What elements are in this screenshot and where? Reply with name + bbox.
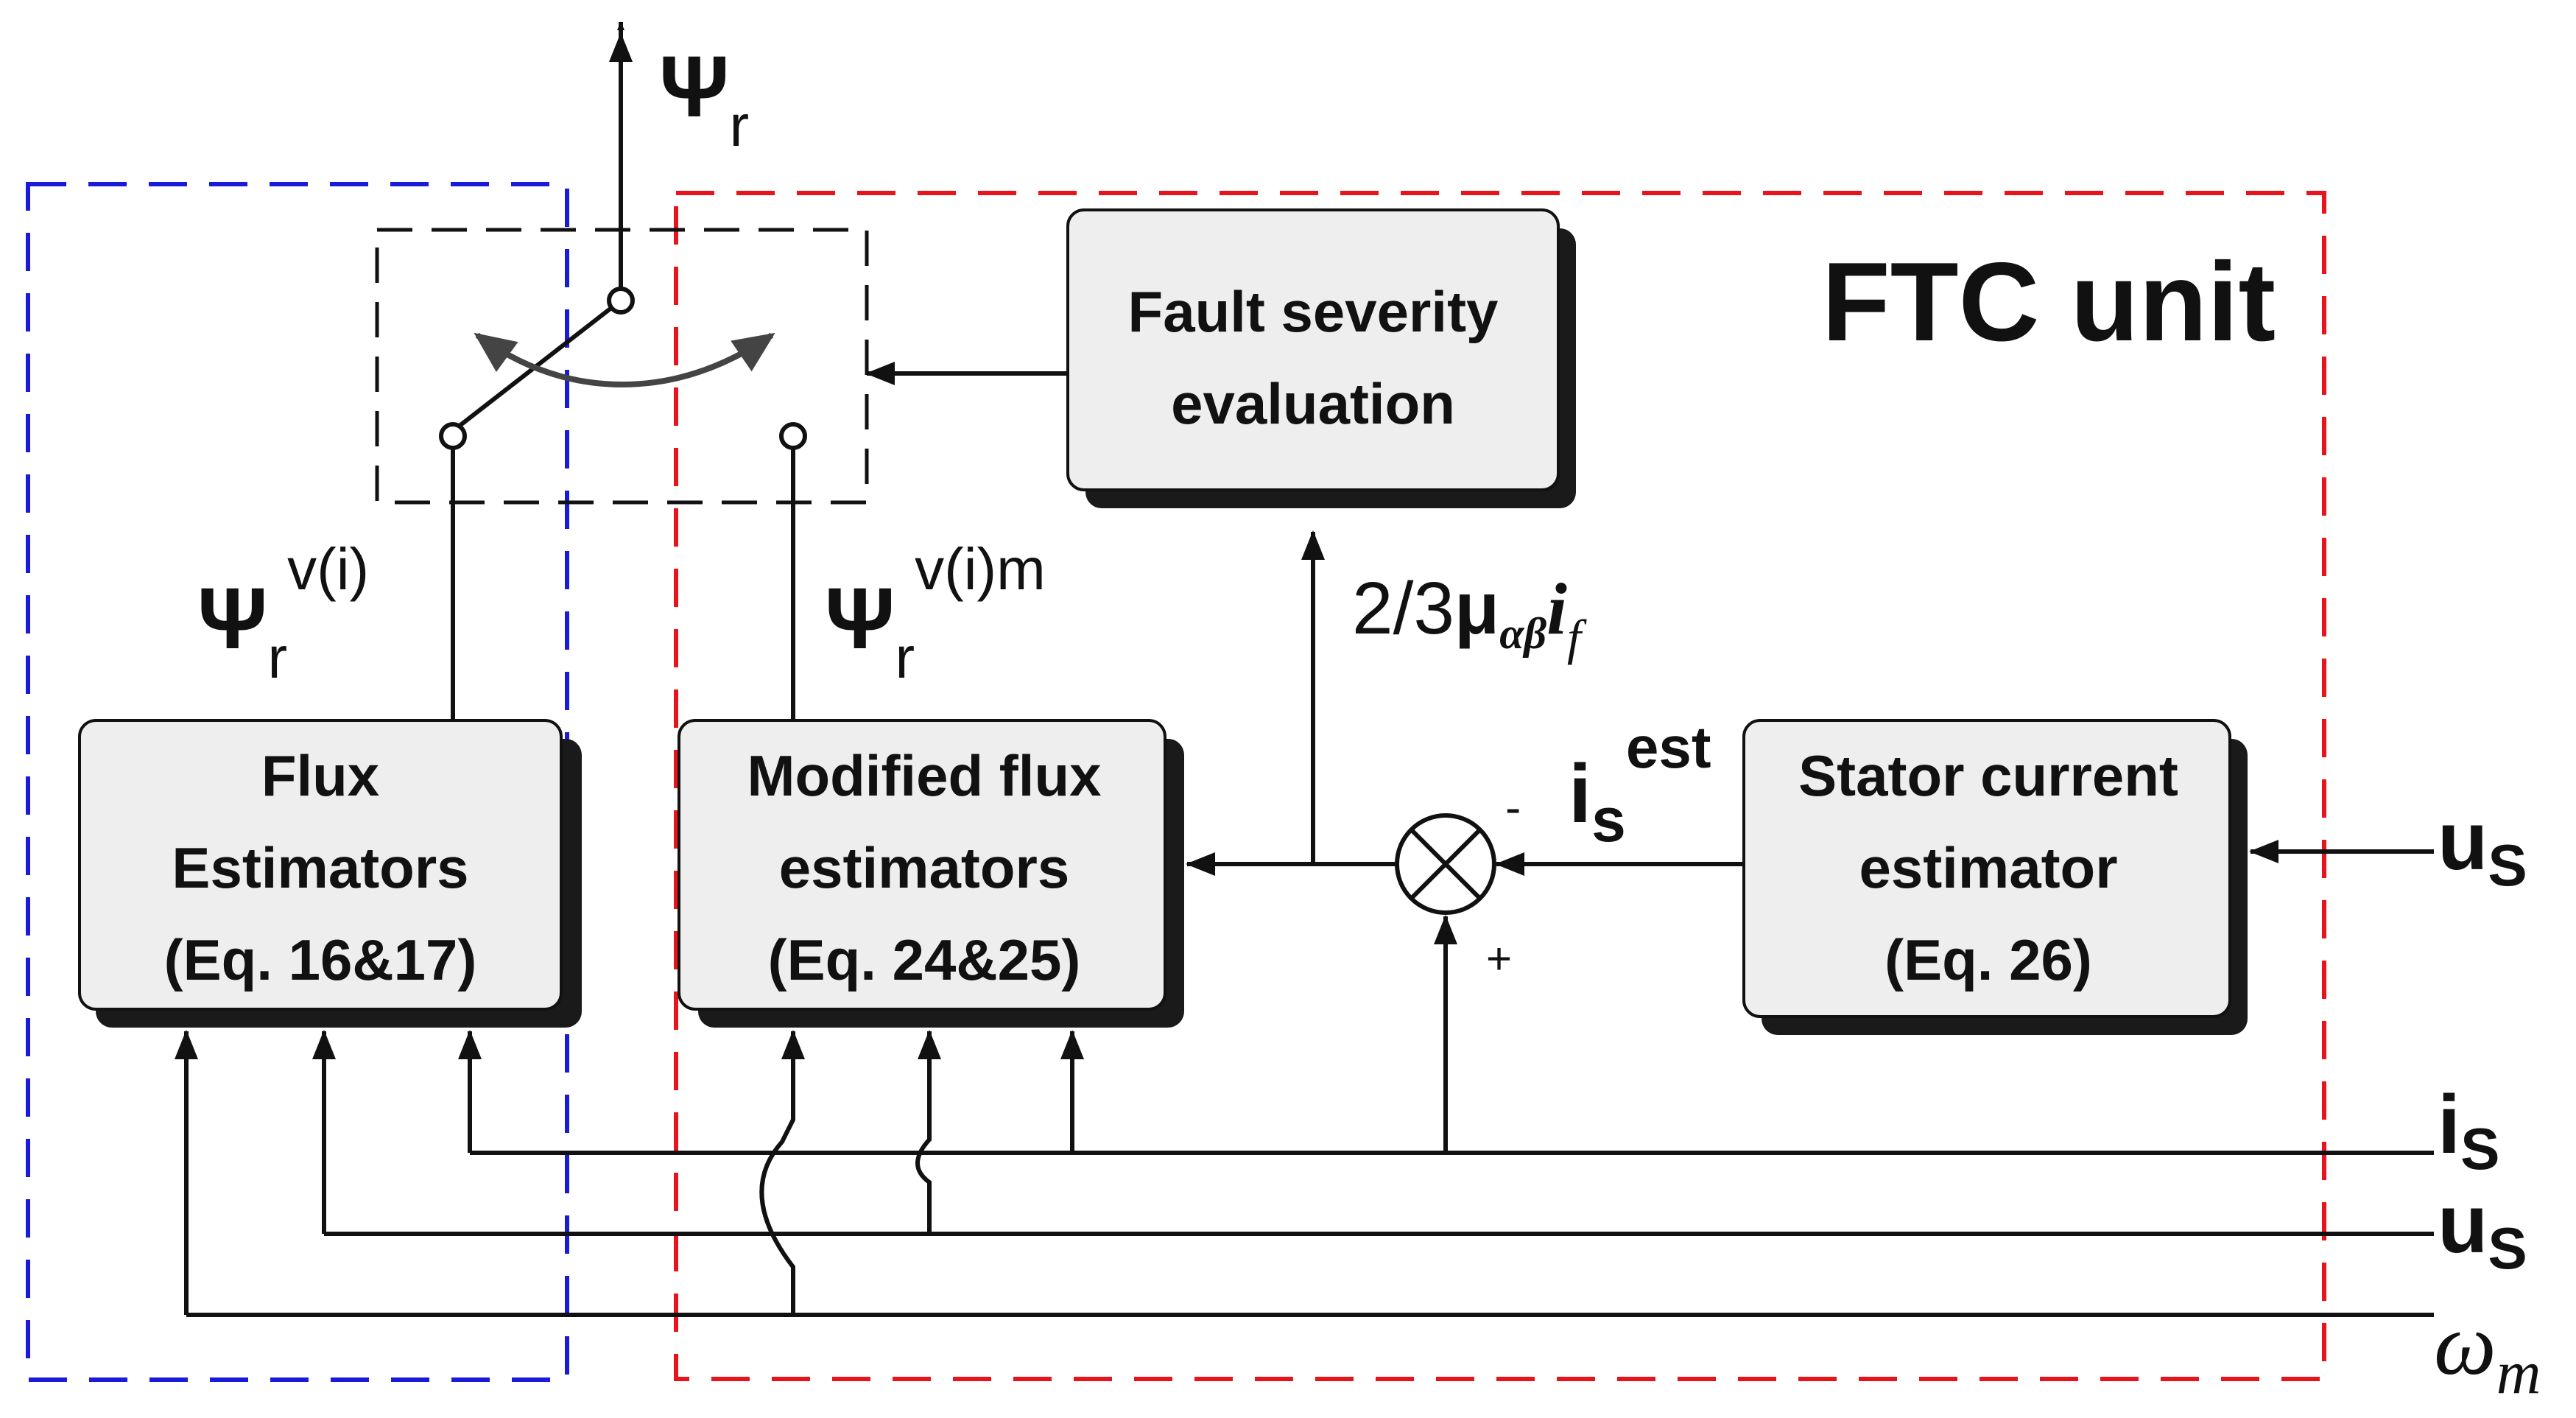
omega-input-label: ωm: [2434, 1295, 2541, 1407]
fault-severity-line1: Fault severity: [1128, 279, 1499, 344]
svg-text:Ψrv(i): Ψrv(i): [197, 536, 369, 690]
fault-current-prefix: 2/3: [1352, 567, 1454, 650]
psi-r-vim-label: Ψrv(i)m: [825, 536, 1046, 690]
fault-current-mu: μ: [1454, 567, 1499, 650]
us-input-sub: S: [2488, 1215, 2527, 1281]
fault-severity-block: Fault severity evaluation: [1066, 208, 1576, 508]
psi-r-vi-symbol: Ψ: [197, 570, 267, 667]
switch-contact-right: [779, 422, 807, 450]
svg-text:iS: iS: [2438, 1078, 2499, 1182]
ftc-unit-title: FTC unit: [1822, 239, 2276, 365]
psi-r-vi-sup: v(i): [287, 536, 369, 602]
stator-current-line3: (Eq. 26): [1885, 927, 2092, 992]
psi-r-vi-sub: r: [267, 625, 287, 690]
us-right-base: u: [2438, 795, 2488, 887]
svg-text:Ψr: Ψr: [659, 38, 749, 158]
stator-current-estimator-block: Stator current estimator (Eq. 26): [1742, 719, 2248, 1035]
modified-flux-line2: estimators: [779, 835, 1070, 900]
psi-r-vim-sup: v(i)m: [915, 536, 1046, 602]
switch-arc-arrow-left: [474, 332, 623, 387]
omega-input-base: ω: [2434, 1295, 2496, 1393]
is-input-base: i: [2438, 1078, 2460, 1170]
omega-input-sub: m: [2496, 1338, 2541, 1407]
switch-contact-common: [607, 287, 635, 315]
flux-estimators-line3: (Eq. 16&17): [164, 927, 477, 992]
stator-current-line1: Stator current: [1798, 743, 2178, 808]
svg-text:ωm: ωm: [2434, 1295, 2541, 1407]
is-est-label: isest: [1569, 715, 1711, 854]
flux-estimators-line2: Estimators: [172, 835, 468, 900]
stator-current-line2: estimator: [1859, 835, 2117, 900]
fault-current-i-sub: f: [1567, 609, 1587, 665]
svg-text:Ψrv(i)m: Ψrv(i)m: [825, 536, 1046, 690]
us-input-base: u: [2438, 1178, 2488, 1270]
psi-r-out-symbol: Ψ: [659, 38, 729, 136]
psi-r-vim-symbol: Ψ: [825, 570, 895, 667]
is-input-sub: S: [2460, 1116, 2499, 1182]
flux-estimator-region: [26, 182, 569, 1382]
svg-text:uS: uS: [2438, 795, 2527, 898]
wire-us-to-modflux: [915, 1030, 941, 1234]
us-right-sub: S: [2488, 832, 2527, 898]
svg-text:uS: uS: [2438, 1178, 2527, 1281]
fault-current-mu-sub: αβ: [1499, 609, 1546, 658]
is-est-base: i: [1569, 748, 1591, 840]
wire-omega-to-modflux: [759, 1030, 805, 1315]
modified-flux-line1: Modified flux: [747, 743, 1102, 808]
us-input-label: uS: [2438, 1178, 2527, 1281]
is-input-label: iS: [2438, 1078, 2499, 1182]
psi-r-output-label: Ψr: [659, 38, 749, 158]
summing-junction: [1395, 813, 1496, 915]
us-right-label: uS: [2438, 795, 2527, 898]
psi-r-vim-sub: r: [895, 625, 915, 690]
is-est-sub: s: [1591, 785, 1626, 854]
psi-r-out-sub: r: [729, 93, 749, 158]
flux-estimators-line1: Flux: [261, 743, 379, 808]
fault-current-label: 2/3μαβif: [1352, 567, 1587, 665]
switch-contact-left: [439, 422, 467, 450]
sum-plus-sign: +: [1486, 934, 1512, 983]
fault-severity-line2: evaluation: [1171, 371, 1455, 436]
sum-minus-sign: -: [1505, 781, 1521, 834]
svg-text:isest: isest: [1569, 715, 1711, 854]
ftc-unit-region: [674, 191, 2326, 1381]
modified-flux-estimators-block: Modified flux estimators (Eq. 24&25): [678, 719, 1184, 1028]
modified-flux-line3: (Eq. 24&25): [768, 927, 1081, 992]
selector-switch: [439, 21, 807, 450]
psi-r-vi-label: Ψrv(i): [197, 536, 369, 690]
svg-text:2/3μαβif: 2/3μαβif: [1352, 567, 1587, 665]
fault-current-i: i: [1546, 568, 1567, 650]
switch-arc-arrow-right: [622, 332, 775, 387]
is-est-sup: est: [1626, 715, 1711, 780]
flux-estimators-block: Flux Estimators (Eq. 16&17): [78, 719, 582, 1028]
